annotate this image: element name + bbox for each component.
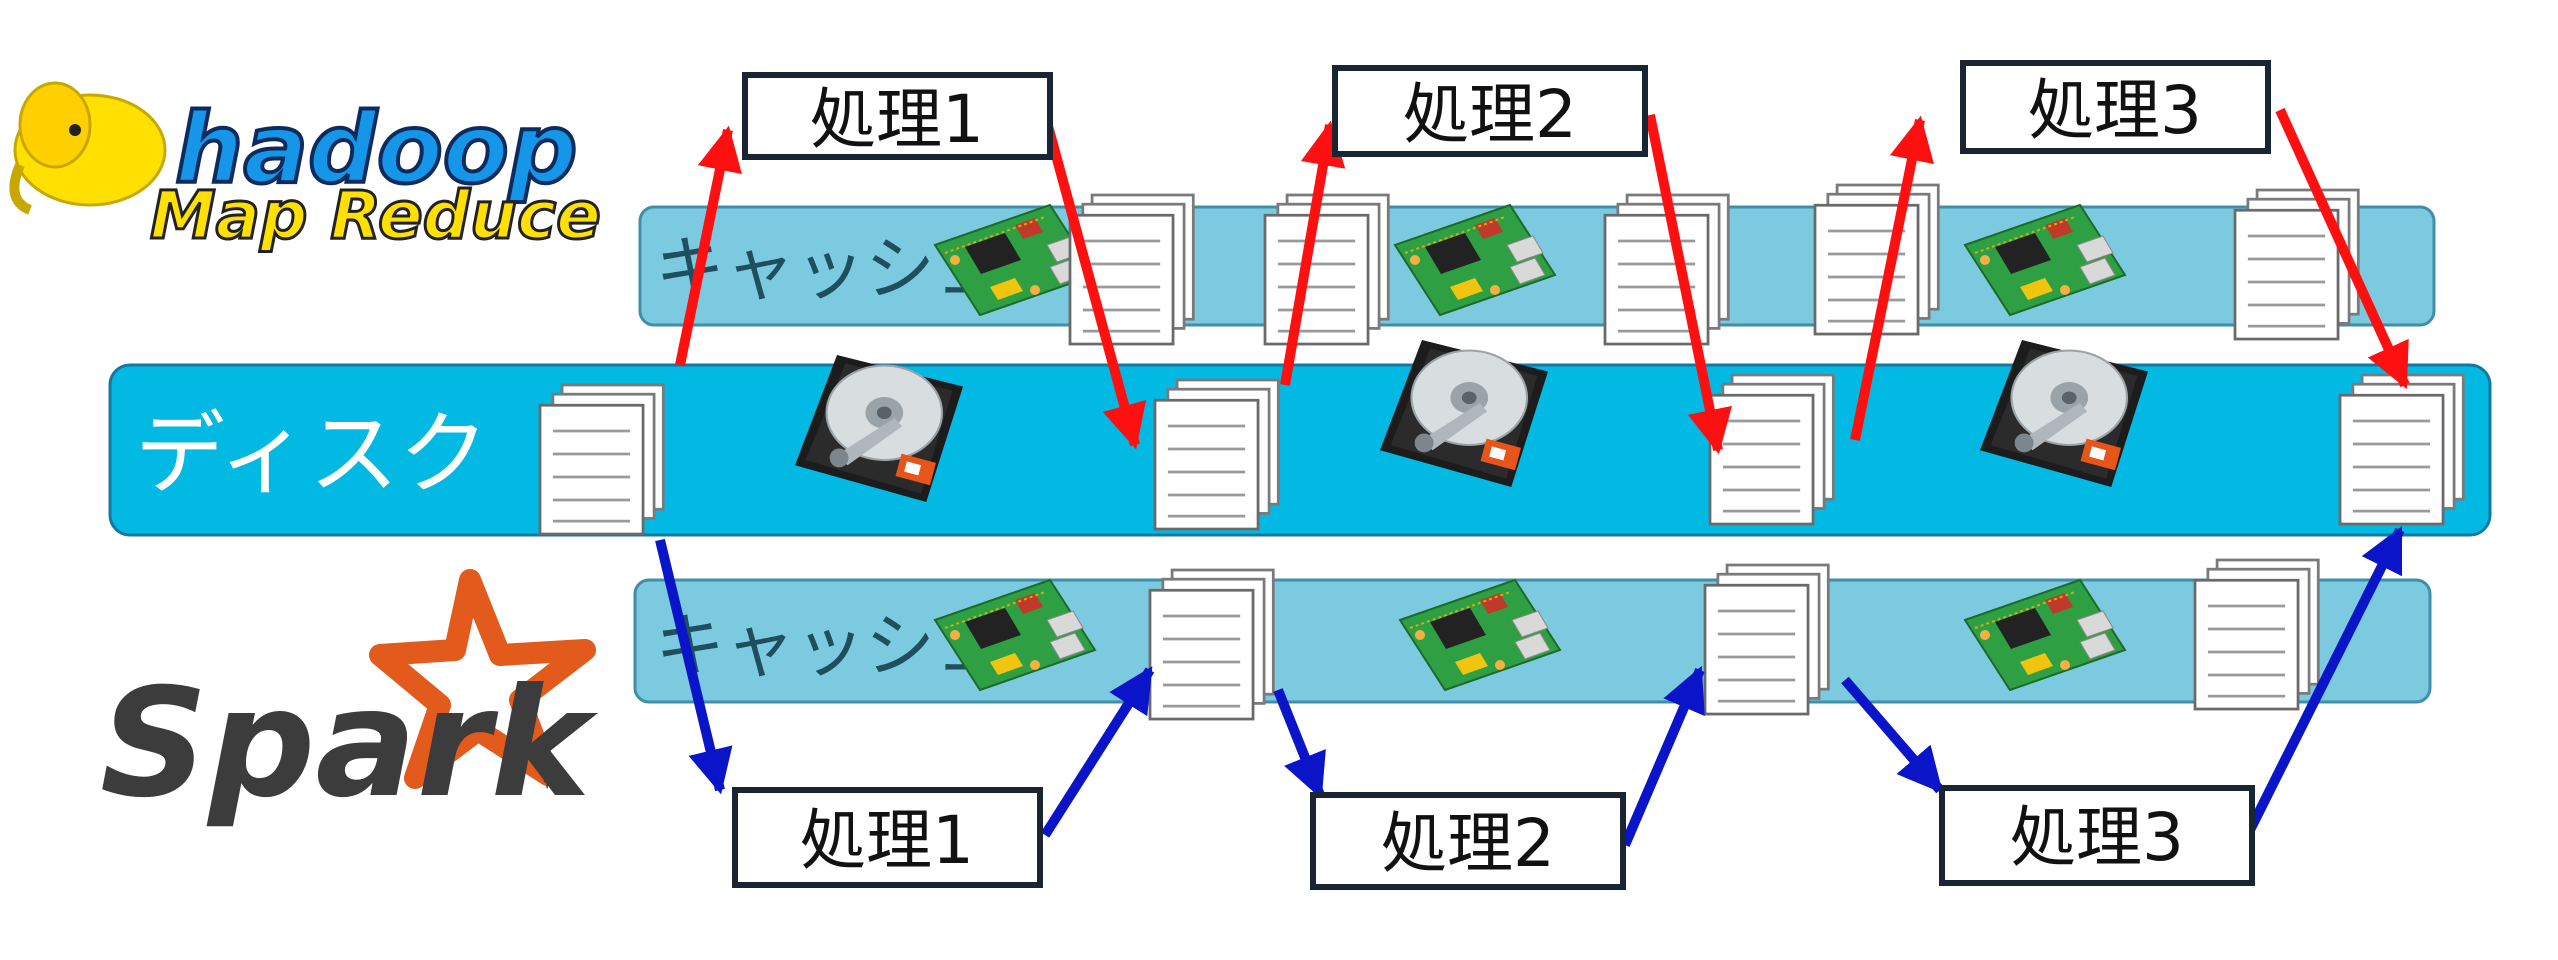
spark-star-icon <box>369 569 596 789</box>
process-label: 処理3 <box>2010 799 2184 876</box>
red-arrow <box>1040 113 1147 450</box>
disk-band <box>108 363 2492 537</box>
process-box-bottom-2: 処理2 <box>1310 792 1626 890</box>
document-stack-icon <box>2233 188 2360 341</box>
document-stack-icon <box>1263 193 1390 346</box>
blue-arrow <box>655 538 733 795</box>
spark-wordmark: Spark <box>100 657 599 831</box>
red-arrow <box>675 125 742 367</box>
red-arrow <box>1850 115 1934 441</box>
blue-arrow <box>1841 676 1944 794</box>
red-arrow <box>1280 120 1346 386</box>
process-box-top-2: 処理2 <box>1332 65 1648 157</box>
blue-arrow <box>1620 665 1705 847</box>
process-label: 処理2 <box>1403 76 1577 153</box>
red-arrow <box>1645 114 1732 455</box>
hadoop-wordmark: hadoop <box>175 93 577 205</box>
spark-logo: Spark ™ <box>100 569 599 831</box>
process-label: 処理1 <box>800 802 974 879</box>
spark-trademark: ™ <box>540 777 566 807</box>
hadoop-logo: hadoop Map Reduce <box>9 81 602 256</box>
process-label: 処理1 <box>810 81 984 158</box>
process-box-top-3: 処理3 <box>1960 60 2271 154</box>
disk-label: ディスク <box>135 402 489 507</box>
document-stack-icon <box>538 383 665 536</box>
process-box-bottom-1: 処理1 <box>732 787 1043 888</box>
blue-arrow <box>2245 525 2405 833</box>
document-stack-icon <box>1703 563 1830 716</box>
process-box-top-1: 処理1 <box>742 72 1053 160</box>
blue-arrow <box>1273 688 1326 800</box>
mapreduce-wordmark: Map Reduce <box>150 177 601 254</box>
process-label: 処理3 <box>2028 72 2202 149</box>
document-stack-icon <box>2338 373 2465 526</box>
document-stack-icon <box>1153 378 1280 531</box>
spark-flow-arrows <box>655 525 2405 847</box>
process-box-bottom-3: 処理3 <box>1939 785 2255 886</box>
document-stack-icon <box>1708 373 1835 526</box>
hadoop-elephant-icon <box>9 81 167 215</box>
document-stack-icon <box>2193 558 2320 711</box>
process-label: 処理2 <box>1381 805 1555 882</box>
hadoop-flow-arrows <box>675 107 2410 455</box>
document-stack-icon <box>1148 568 1275 721</box>
blue-arrow <box>1040 666 1155 838</box>
red-arrow <box>2275 107 2410 390</box>
